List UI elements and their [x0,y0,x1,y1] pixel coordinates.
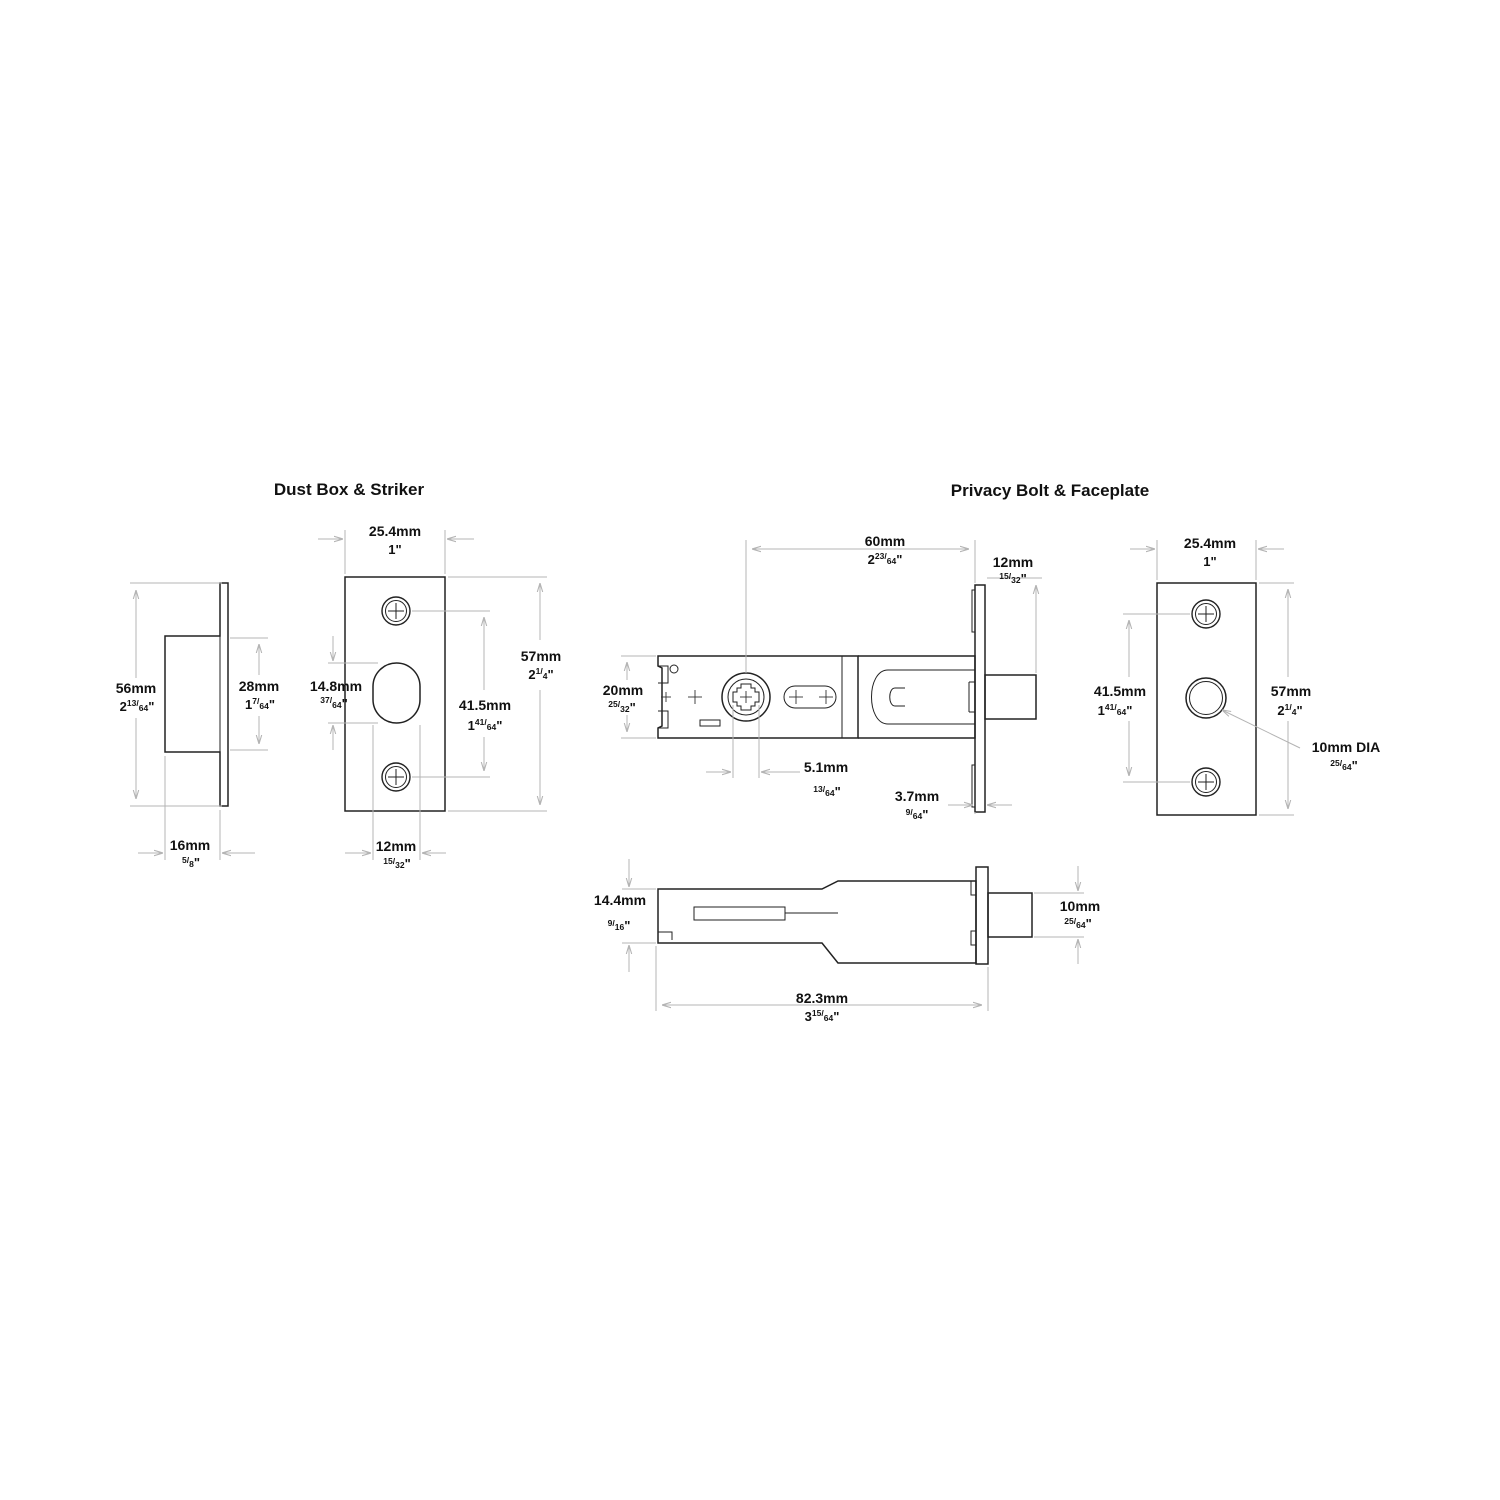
striker-hole-width-mm: 12mm [376,838,416,854]
dust-box-height-dimension [130,582,222,807]
dust-box-height-inch: 213/64" [120,698,155,714]
side-height-mm: 14.4mm [594,892,646,908]
bolt-projection-mm: 12mm [993,554,1033,570]
striker-bottom-screw-icon [381,762,411,792]
bolt-projection-inch: 15/32" [999,571,1026,586]
spindle-inch: 13/64" [813,784,840,799]
striker-plate [344,576,446,812]
dust-box-height-mm: 56mm [116,680,156,696]
backset-inch: 223/64" [868,551,903,567]
faceplate-width-dimension [1130,540,1284,580]
striker-hole-width-inch: 15/32" [383,856,410,871]
striker-height-dimension [448,576,547,812]
faceplate-front [1156,582,1257,816]
faceplate-thickness-dimension [948,805,1012,814]
case-height-dimension [621,655,656,739]
dust-box-opening-dimension [230,637,268,751]
faceplate-height-inch: 21/4" [1277,702,1302,718]
bolt-thickness-mm: 10mm [1060,898,1100,914]
striker-screw-spacing-inch: 141/64" [468,717,503,733]
faceplate-height-mm: 57mm [1271,683,1311,699]
side-height-dimension [622,859,656,972]
dust-box-depth-dimension [138,756,255,860]
striker-screw-spacing-mm: 41.5mm [459,697,511,713]
overall-length-mm: 82.3mm [796,990,848,1006]
striker-top-screw-icon [381,596,411,626]
faceplate-screw-spacing-dimension [1123,613,1190,783]
spindle-mm: 5.1mm [804,759,848,775]
privacy-bolt-faceplate-title: Privacy Bolt & Faceplate [951,481,1149,500]
striker-height-mm: 57mm [521,648,561,664]
backset-dimension [745,540,976,673]
privacy-bolt-body [657,584,1037,813]
bolt-thickness-inch: 25/64" [1064,916,1091,931]
striker-hole-inch: 37/64" [320,695,347,711]
bolt-diameter-inch: 25/64" [1330,758,1357,773]
bolt-thickness-dimension [1034,866,1084,964]
overall-length-dimension [655,946,989,1011]
faceplate-bottom-screw-icon [1191,767,1221,797]
privacy-bolt-side [657,866,1033,965]
striker-hole-mm: 14.8mm [310,678,362,694]
faceplate-width-mm: 25.4mm [1184,535,1236,551]
backset-mm: 60mm [865,533,905,549]
faceplate-width-inch: 1" [1203,554,1216,569]
faceplate-height-dimension [1259,582,1294,816]
striker-width-inch: 1" [388,542,401,557]
case-height-inch: 25/32" [608,699,635,715]
dust-box-profile [164,582,229,807]
dust-box-opening-inch: 17/64" [245,696,275,712]
faceplate-screw-spacing-inch: 141/64" [1098,702,1133,718]
striker-hole-width-dimension [345,725,446,860]
dust-box-opening-mm: 28mm [239,678,279,694]
dust-box-striker-title: Dust Box & Striker [274,480,425,499]
striker-hole-dimension [328,636,378,750]
striker-height-inch: 21/4" [528,666,553,682]
bolt-diameter-leader [1222,710,1301,749]
side-height-inch: 9/16" [608,918,631,933]
dust-box-depth-inch: 5/8" [182,855,200,870]
faceplate-top-screw-icon [1191,599,1221,629]
striker-width-dimension [318,530,474,574]
bolt-projection-dimension [987,577,1042,673]
case-height-mm: 20mm [603,682,643,698]
spindle-dimension [706,705,800,778]
bolt-diameter-mm: 10mm DIA [1312,739,1380,755]
faceplate-screw-spacing-mm: 41.5mm [1094,683,1146,699]
dust-box-depth-mm: 16mm [170,837,210,853]
faceplate-thickness-mm: 3.7mm [895,788,939,804]
faceplate-thickness-inch: 9/64" [906,807,929,822]
striker-width-mm: 25.4mm [369,523,421,539]
overall-length-inch: 315/64" [805,1008,840,1024]
striker-screw-spacing-dimension [412,610,490,778]
